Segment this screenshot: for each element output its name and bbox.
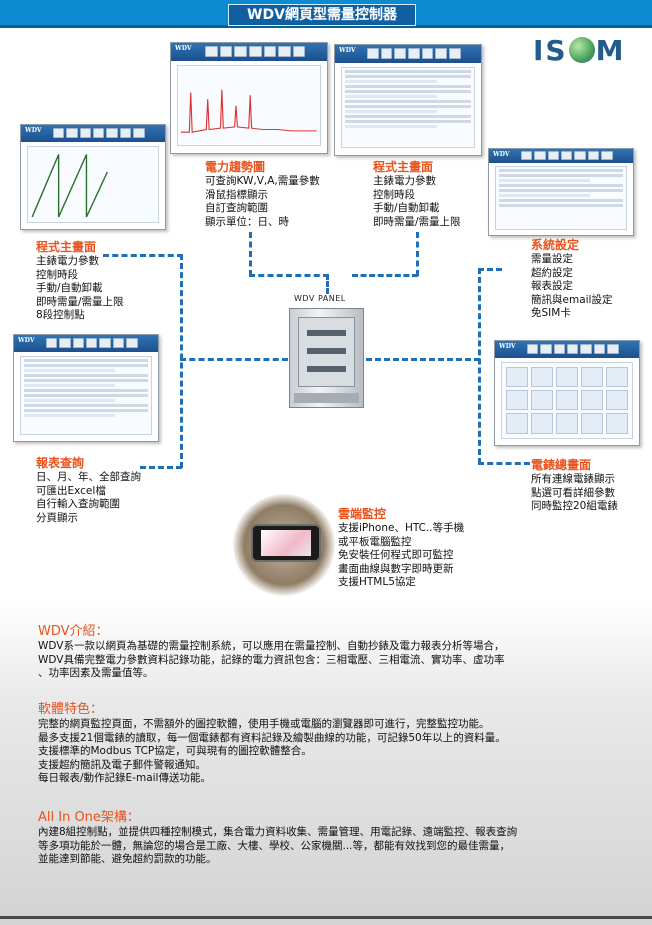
report-line: 分頁顯示: [36, 511, 78, 524]
settings-lines: 需量設定 超約設定 報表設定 簡訊與email設定 免SIM卡: [531, 253, 612, 321]
isom-globe-icon: [568, 37, 595, 63]
trend-lines: 可查詢KW,V,A,需量參數 滑鼠指標顯示 自訂查詢範圍 顯示單位：日、時: [205, 175, 320, 229]
intro-heading: WDV介紹：: [38, 624, 109, 639]
main-left-screenshot: WDV: [20, 124, 166, 230]
meters-line: 所有連線電錶顯示: [531, 473, 615, 485]
trend-screenshot: WDV: [170, 42, 328, 154]
trend-line: 顯示單位：日、時: [205, 215, 289, 228]
main-top-line: 主錶電力參數: [373, 175, 436, 187]
intro-line: 、功率因素及需量值等。: [38, 667, 154, 679]
report-title: 報表查詢: [36, 456, 85, 470]
connector-line: [249, 232, 252, 276]
trend-chart-thumbnail: [181, 89, 317, 133]
main-left-line: 8段控制點: [36, 309, 85, 321]
main-top-title: 程式主畫面: [373, 160, 434, 174]
settings-line: 免SIM卡: [531, 307, 571, 319]
features-heading: 軟體特色：: [38, 702, 104, 717]
main-left-line: 手動/自動卸載: [36, 282, 103, 294]
trend-line: 自訂查詢範圍: [205, 202, 268, 214]
page-title: WDV網頁型需量控制器: [228, 4, 416, 26]
intro-paragraph: WDV系一款以網頁為基礎的需量控制系統，可以應用在需量控制、自動抄錶及電力報表分…: [38, 640, 504, 681]
report-screenshot: WDV: [13, 334, 159, 442]
cloud-line: 支援iPhone、HTC..等手機: [338, 522, 465, 534]
allinone-paragraph: 內建8組控制點，並提供四種控制模式，集合電力資料收集、需量管理、用電記錄、遠端監…: [38, 826, 517, 867]
features-line: 支援超約簡訊及電子郵件警報通知。: [38, 758, 206, 771]
smartphone-image: [233, 494, 335, 596]
connector-line: [478, 268, 481, 464]
cloud-lines: 支援iPhone、HTC..等手機 或平板電腦監控 免安裝任何程式即可監控 畫面…: [338, 522, 464, 590]
settings-title: 系統設定: [531, 238, 580, 252]
logo-text-right: M: [595, 34, 626, 67]
main-left-line: 主錶電力參數: [36, 255, 99, 267]
isom-logo: IS M: [533, 36, 638, 66]
main-left-lines: 主錶電力參數 控制時段 手動/自動卸載 即時需量/需量上限 8段控制點: [36, 255, 124, 323]
wdv-panel-cabinet-image: [289, 308, 364, 408]
cloud-line: 支援HTML5協定: [338, 576, 416, 588]
settings-line: 超約設定: [531, 266, 573, 279]
allinone-line: 並能達到節能、避免超約罰款的功能。: [38, 853, 217, 865]
connector-line: [352, 274, 418, 277]
meters-lines: 所有連線電錶顯示 點選可看詳細參數 同時監控20組電錶: [531, 473, 618, 514]
meters-title: 電錶總畫面: [531, 458, 592, 472]
allinone-line: 等多項功能於一體，無論您的場合是工廠、大樓、學校、公家機關...等，都能有效找到…: [38, 839, 511, 852]
allinone-line: 內建8組控制點，並提供四種控制模式，集合電力資料收集、需量管理、用電記錄、遠端監…: [38, 826, 518, 838]
main-top-screenshot: WDV: [334, 44, 482, 156]
connector-line: [366, 358, 480, 361]
settings-line: 需量設定: [531, 253, 573, 265]
features-line: 每日報表/動作記錄E-mail傳送功能。: [38, 772, 211, 784]
intro-line: WDV系一款以網頁為基礎的需量控制系統，可以應用在需量控制、自動抄錶及電力報表分…: [38, 640, 505, 652]
trend-title: 電力趨勢圖: [205, 160, 266, 174]
settings-screenshot: WDV: [488, 148, 634, 236]
connector-line: [249, 274, 329, 277]
connector-line: [140, 466, 182, 469]
report-line: 自行輸入查詢範圍: [36, 498, 120, 510]
connector-line: [326, 274, 329, 294]
report-lines: 日、月、年、全部查詢 可匯出Excel檔 自行輸入查詢範圍 分頁顯示: [36, 471, 141, 525]
intro-line: WDV具備完整電力參數資料記錄功能，記錄的電力資訊包含：三相電壓、三相電流、實功…: [38, 653, 505, 666]
settings-line: 簡訊與email設定: [531, 293, 613, 306]
bottom-rule: [0, 916, 652, 919]
report-line: 可匯出Excel檔: [36, 484, 106, 497]
settings-line: 報表設定: [531, 280, 573, 292]
trend-line: 可查詢KW,V,A,需量參數: [205, 175, 320, 187]
meters-line: 同時監控20組電錶: [531, 500, 618, 512]
connector-line: [103, 254, 183, 257]
trend-line: 滑鼠指標顯示: [205, 188, 268, 201]
cloud-line: 或平板電腦監控: [338, 535, 412, 548]
cloud-title: 雲端監控: [338, 507, 387, 521]
connector-line: [180, 358, 288, 361]
main-top-line: 手動/自動卸載: [373, 202, 440, 214]
meters-screenshot: WDV: [494, 340, 640, 446]
panel-label: WDV PANEL: [294, 294, 346, 303]
logo-text-left: IS: [533, 34, 568, 67]
main-top-line: 即時需量/需量上限: [373, 215, 461, 228]
main-left-line: 即時需量/需量上限: [36, 295, 124, 308]
allinone-heading: All In One架構：: [38, 810, 140, 825]
features-line: 支援標準的Modbus TCP協定，可與現有的圖控軟體整合。: [38, 745, 312, 757]
features-line: 完整的網頁監控頁面，不需額外的圖控軟體，使用手機或電腦的瀏覽器即可進行，完整監控…: [38, 718, 490, 730]
connector-line: [478, 268, 502, 271]
title-bar: WDV網頁型需量控制器: [0, 0, 652, 28]
connector-line: [180, 254, 183, 468]
main-left-line: 控制時段: [36, 268, 78, 281]
meters-line: 點選可看詳細參數: [531, 486, 615, 499]
sawtooth-chart-thumbnail: [31, 154, 108, 218]
features-paragraph: 完整的網頁監控頁面，不需額外的圖控軟體，使用手機或電腦的瀏覽器即可進行，完整監控…: [38, 718, 506, 786]
report-line: 日、月、年、全部查詢: [36, 471, 141, 483]
main-top-line: 控制時段: [373, 188, 415, 201]
cloud-line: 免安裝任何程式即可監控: [338, 549, 454, 561]
connector-line: [478, 462, 530, 465]
main-left-title: 程式主畫面: [36, 240, 97, 254]
cloud-line: 畫面曲線與數字即時更新: [338, 562, 454, 575]
features-line: 最多支援21個電錶的讀取，每一個電錶都有資料記錄及繪製曲線的功能，可記錄50年以…: [38, 731, 506, 744]
connector-line: [416, 232, 419, 276]
main-top-lines: 主錶電力參數 控制時段 手動/自動卸載 即時需量/需量上限: [373, 175, 461, 229]
